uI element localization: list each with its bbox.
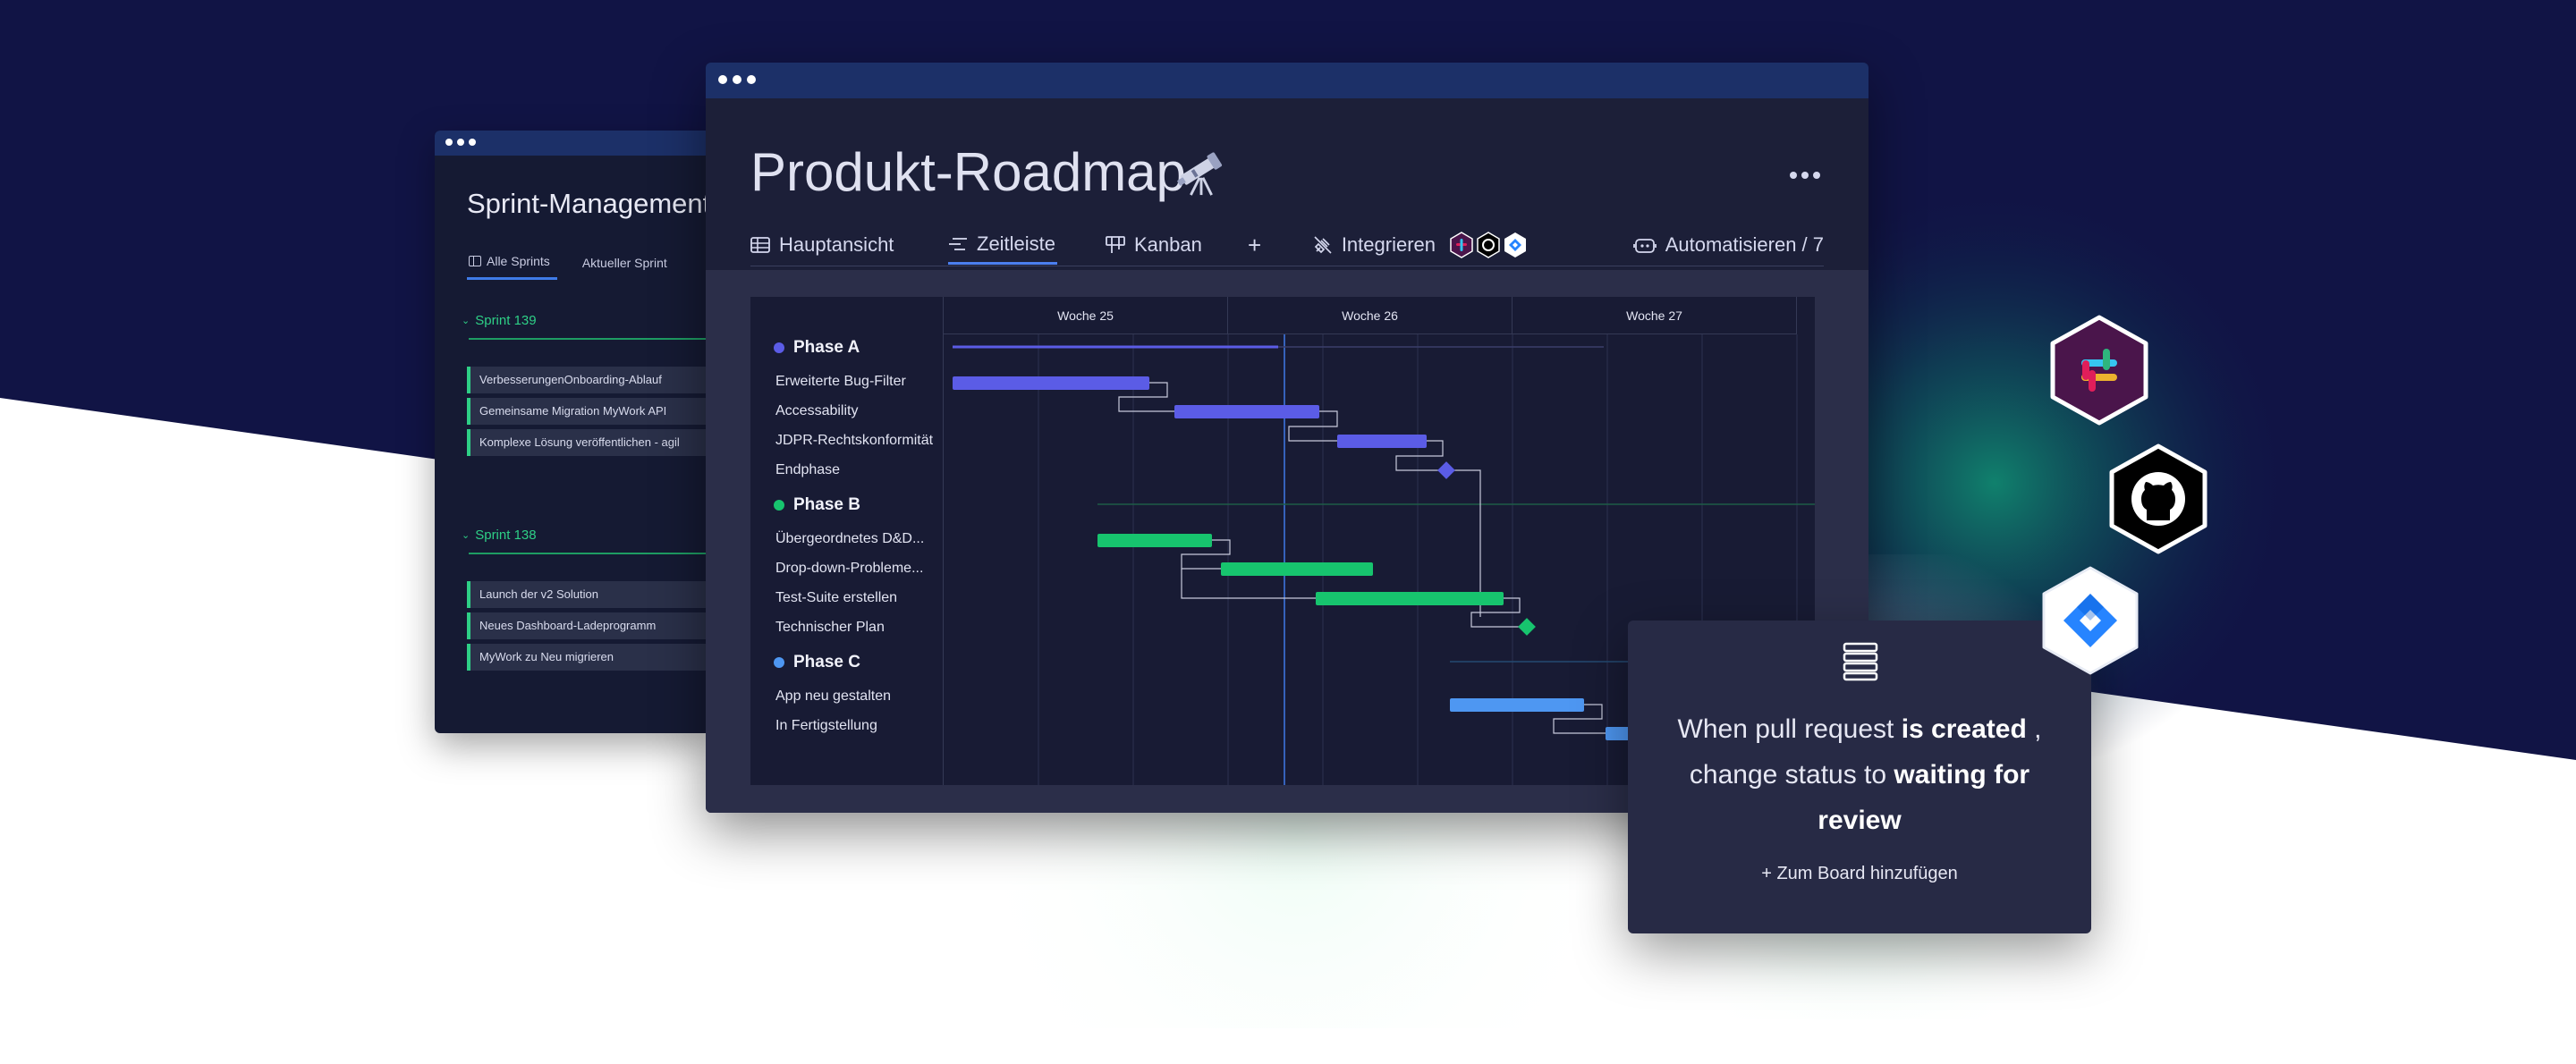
- tab-all-sprints[interactable]: Alle Sprints: [467, 254, 557, 280]
- sprint-window-title: Sprint-Management: [467, 188, 711, 219]
- list-item[interactable]: MyWork zu Neu migrieren: [467, 644, 712, 671]
- kanban-icon: [1106, 236, 1125, 253]
- add-to-board-button[interactable]: + Zum Board hinzufügen: [1761, 864, 1958, 883]
- timeline-row-label[interactable]: In Fertigstellung: [775, 718, 877, 733]
- group-divider: [469, 338, 712, 340]
- list-stack-icon: [1843, 642, 1878, 681]
- week-header: Woche 27: [1513, 297, 1797, 334]
- tab-timeline[interactable]: Zeitleiste: [948, 225, 1058, 265]
- sprint-tabs: Alle Sprints Aktueller Sprint: [467, 254, 667, 280]
- product-roadmap-window: Produkt-Roadmap Hauptansicht: [706, 63, 1868, 813]
- week-header: Woche 26: [1228, 297, 1513, 334]
- automate-button[interactable]: Automatisieren / 7: [1632, 225, 1824, 265]
- integrate-button[interactable]: Integrieren: [1313, 225, 1529, 265]
- timeline-row-label[interactable]: Technischer Plan: [775, 620, 885, 635]
- timeline-bars: [953, 334, 1815, 785]
- jira-icon: [1504, 232, 1526, 258]
- phase-header[interactable]: Phase A: [774, 338, 860, 358]
- sprint-window-titlebar: [435, 131, 712, 156]
- phase-color-dot: [774, 342, 784, 353]
- timeline-row-label[interactable]: Drop-down-Probleme...: [775, 561, 924, 576]
- timeline-row-label[interactable]: Test-Suite erstellen: [775, 590, 898, 605]
- list-item[interactable]: Launch der v2 Solution: [467, 581, 712, 608]
- group-divider: [469, 553, 712, 554]
- phase-header[interactable]: Phase B: [774, 495, 860, 515]
- list-item[interactable]: Komplexe Lösung veröffentlichen - agil: [467, 429, 712, 456]
- telescope-icon: [1177, 152, 1223, 196]
- phase-color-dot: [774, 657, 784, 668]
- timeline-gantt: Phase A Erweiterte Bug-Filter Accessabil…: [750, 297, 1815, 785]
- tab-kanban[interactable]: Kanban: [1106, 225, 1202, 265]
- sprint-group-header[interactable]: ⌄ Sprint 139: [462, 313, 537, 328]
- robot-icon: [1632, 239, 1657, 253]
- roadmap-window-titlebar: [706, 63, 1868, 98]
- timeline-chart: Woche 25 Woche 26 Woche 27: [944, 297, 1815, 785]
- more-options-icon[interactable]: [1790, 172, 1820, 179]
- table-icon: [750, 237, 770, 253]
- timeline-row-label[interactable]: Accessability: [775, 403, 859, 418]
- table-icon: [469, 256, 481, 266]
- chevron-down-icon: ⌄: [462, 530, 470, 541]
- add-view-button[interactable]: +: [1248, 232, 1262, 258]
- timeline-row-label[interactable]: JDPR-Rechtskonformität: [775, 433, 934, 448]
- sprint-management-window: Sprint-Management Alle Sprints Aktueller…: [435, 131, 712, 733]
- week-header: Woche 25: [944, 297, 1228, 334]
- timeline-row-label[interactable]: Erweiterte Bug-Filter: [775, 374, 906, 389]
- list-item[interactable]: Neues Dashboard-Ladeprogramm: [467, 612, 712, 639]
- list-item[interactable]: VerbesserungenOnboarding-Ablauf: [467, 367, 712, 393]
- plug-icon: [1314, 236, 1332, 254]
- phase-header[interactable]: Phase C: [774, 653, 860, 672]
- automation-recipe-card[interactable]: When pull request is created , change st…: [1628, 621, 2091, 933]
- timeline-row-label[interactable]: Endphase: [775, 462, 841, 477]
- timeline-row-label[interactable]: Übergeordnetes D&D...: [775, 531, 925, 546]
- timeline-row-labels: Phase A Erweiterte Bug-Filter Accessabil…: [750, 297, 944, 785]
- window-controls[interactable]: [718, 75, 756, 84]
- board-area: Phase A Erweiterte Bug-Filter Accessabil…: [706, 270, 1868, 813]
- github-icon: [1477, 232, 1500, 258]
- tab-current-sprint[interactable]: Aktueller Sprint: [581, 255, 667, 270]
- slack-icon[interactable]: [2048, 315, 2150, 426]
- automation-recipe-text: When pull request is created , change st…: [1677, 714, 2042, 835]
- jira-icon[interactable]: [2039, 565, 2141, 676]
- window-controls[interactable]: [445, 139, 476, 146]
- chevron-down-icon: ⌄: [462, 316, 470, 326]
- tab-main-view[interactable]: Hauptansicht: [750, 225, 894, 265]
- sprint-group-header[interactable]: ⌄ Sprint 138: [462, 528, 537, 543]
- slack-icon: [1450, 232, 1473, 258]
- timeline-row-label[interactable]: App neu gestalten: [775, 688, 891, 704]
- view-tabs: Hauptansicht Zeitleiste Kanban +: [750, 225, 1824, 266]
- page-title: Produkt-Roadmap: [750, 142, 1186, 202]
- phase-color-dot: [774, 500, 784, 511]
- github-icon[interactable]: [2107, 443, 2209, 554]
- timeline-icon: [949, 237, 967, 250]
- list-item[interactable]: Gemeinsame Migration MyWork API: [467, 398, 712, 425]
